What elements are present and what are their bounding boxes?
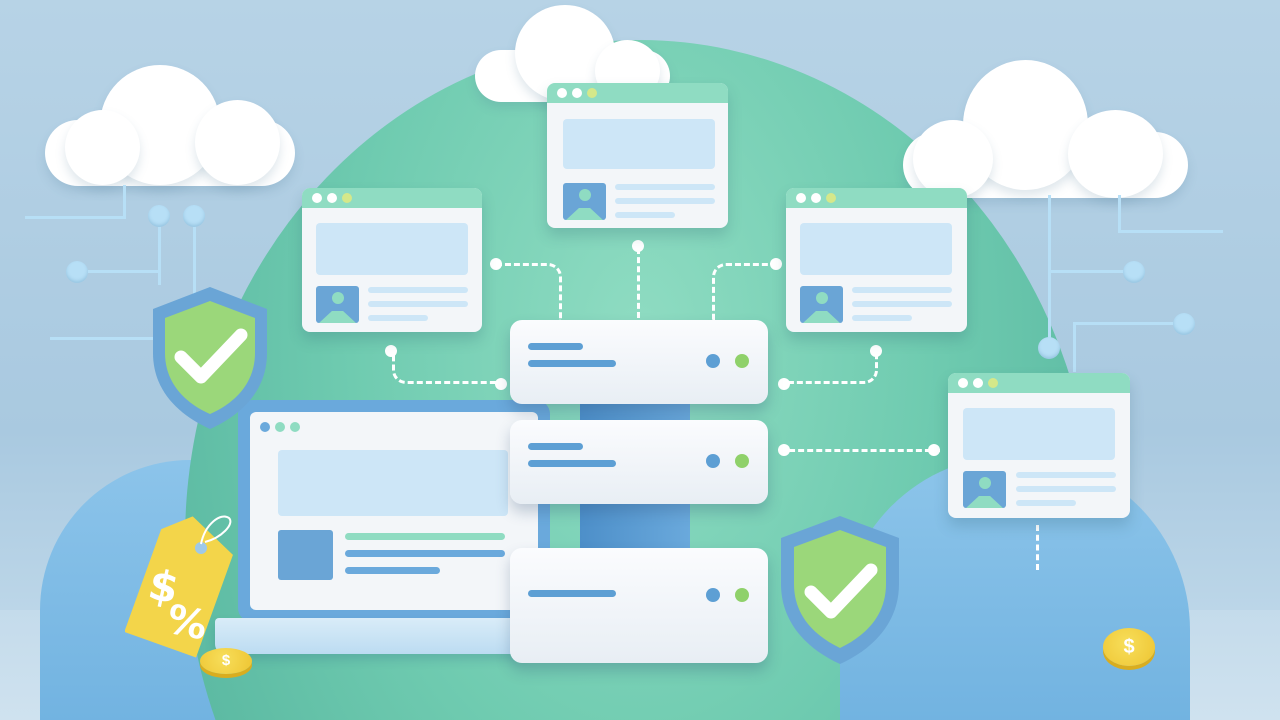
connector-line xyxy=(780,449,940,452)
laptop xyxy=(238,400,550,622)
server-unit-3 xyxy=(510,548,768,663)
connector-node xyxy=(385,345,397,357)
connector-line xyxy=(637,248,640,318)
browser-window-right xyxy=(786,188,967,332)
circuit-node xyxy=(1173,313,1195,335)
browser-window-top xyxy=(547,83,728,228)
cloud-left xyxy=(45,60,295,190)
browser-window-far-right xyxy=(948,373,1130,518)
shield-check-icon xyxy=(781,516,899,664)
server-unit-2 xyxy=(510,420,768,504)
circuit-line xyxy=(123,185,126,219)
price-tag: $ % xyxy=(125,510,245,660)
shield-check-icon xyxy=(153,287,267,429)
connector-line xyxy=(496,263,562,323)
circuit-line xyxy=(50,337,195,340)
connector-node xyxy=(778,378,790,390)
connector-line xyxy=(1036,525,1039,570)
circuit-node xyxy=(183,205,205,227)
connector-line xyxy=(780,352,878,384)
connector-node xyxy=(490,258,502,270)
circuit-line xyxy=(193,225,196,345)
connector-node xyxy=(770,258,782,270)
connector-node xyxy=(495,378,507,390)
connector-node xyxy=(632,240,644,252)
circuit-line xyxy=(25,216,125,219)
circuit-node xyxy=(148,205,170,227)
cloud-right xyxy=(903,60,1188,200)
circuit-line xyxy=(1050,270,1125,273)
circuit-line xyxy=(88,270,158,273)
browser-window-left xyxy=(302,188,482,332)
laptop-keyboard xyxy=(215,618,525,654)
coin-left: $ xyxy=(200,648,252,674)
circuit-line xyxy=(1073,322,1173,325)
circuit-line xyxy=(1048,195,1051,345)
server-connector xyxy=(580,500,690,552)
connector-line xyxy=(392,352,502,384)
circuit-line xyxy=(1118,195,1121,233)
circuit-line xyxy=(158,225,161,285)
circuit-node xyxy=(1123,261,1145,283)
circuit-line xyxy=(1073,322,1076,372)
circuit-node xyxy=(1038,337,1060,359)
coin-right: $ xyxy=(1103,628,1155,666)
connector-line xyxy=(712,263,778,323)
server-unit-1 xyxy=(510,320,768,404)
connector-node xyxy=(870,345,882,357)
circuit-line xyxy=(1118,230,1223,233)
connector-node xyxy=(928,444,940,456)
circuit-node xyxy=(66,261,88,283)
connector-node xyxy=(778,444,790,456)
